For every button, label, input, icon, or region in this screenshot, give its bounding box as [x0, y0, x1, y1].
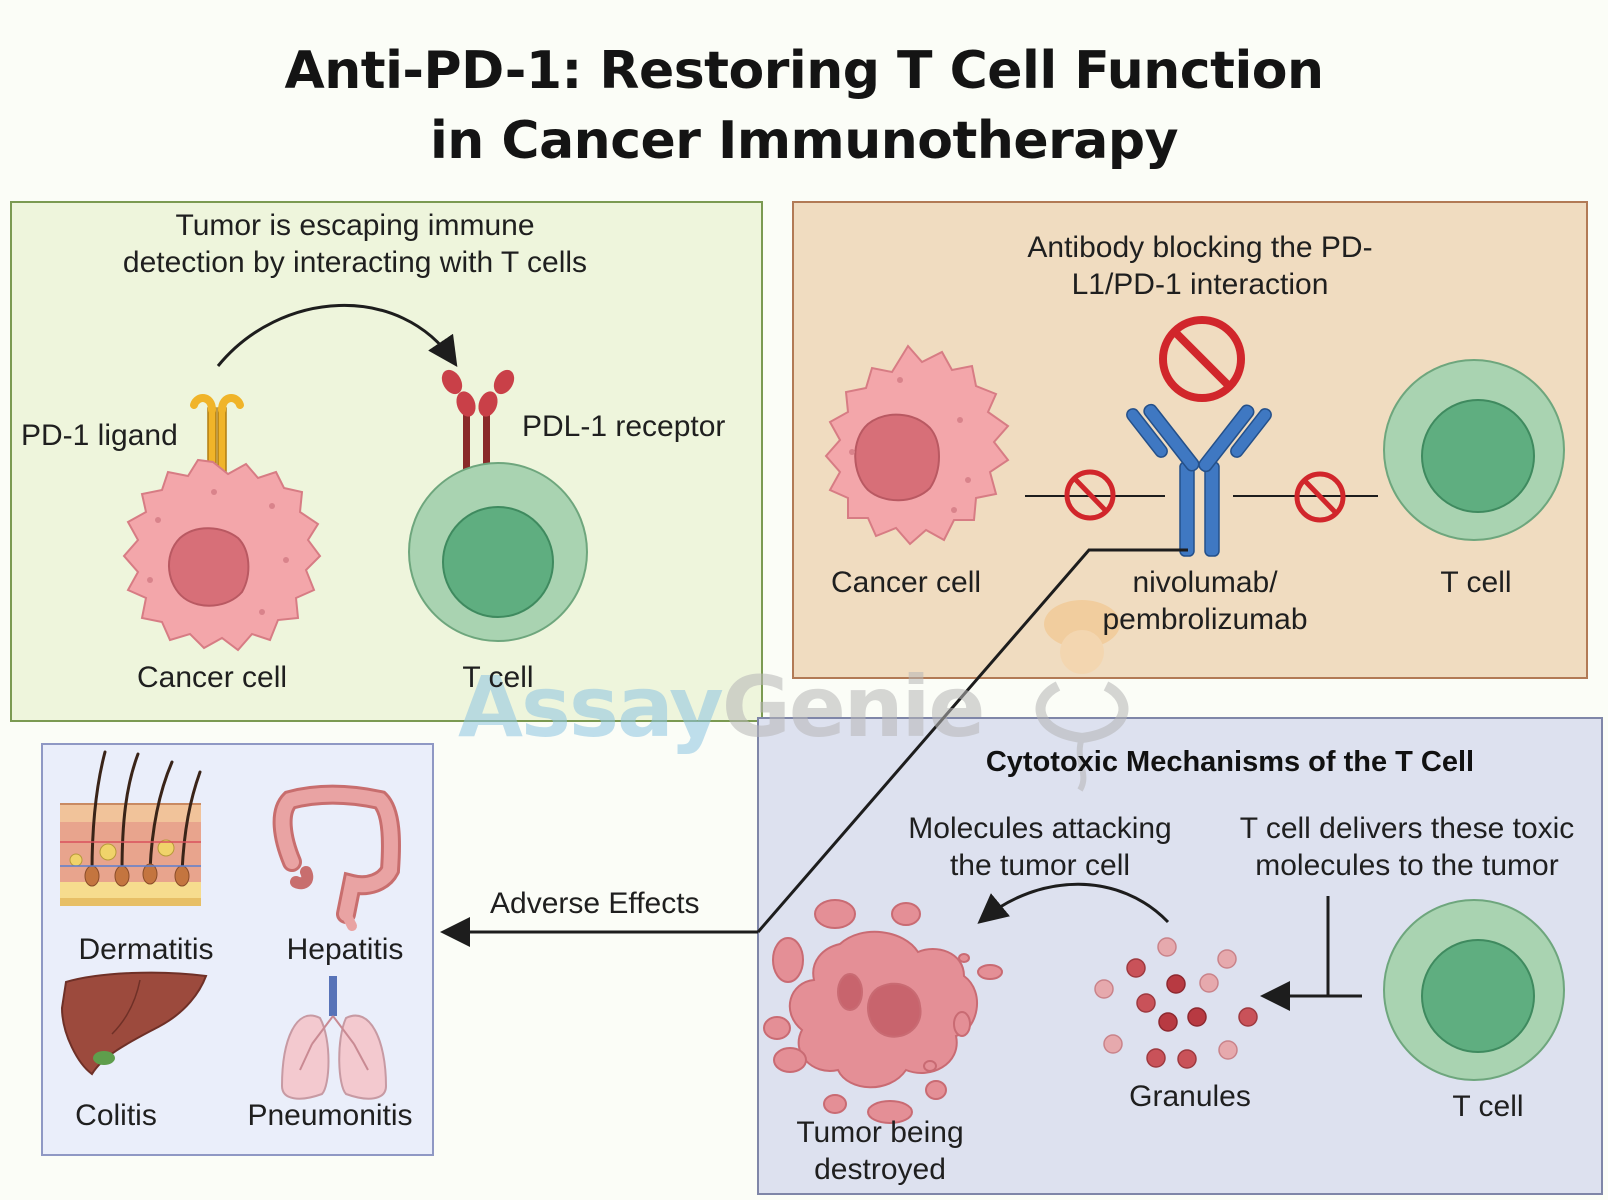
molecules-label-line2: the tumor cell — [949, 849, 1131, 882]
delivers-label-line1: T cell delivers these toxic — [1239, 812, 1575, 845]
blocking-t-cell-label: T cell — [1440, 566, 1512, 599]
adverse-effects-label: Adverse Effects — [490, 887, 700, 920]
prohibit-small-icon — [1294, 471, 1346, 523]
escape-curved-arrow — [216, 304, 458, 367]
granules-label: Granules — [1129, 1080, 1251, 1113]
cancer-cell-icon — [824, 344, 1010, 546]
watermark-genie-icon — [1035, 600, 1129, 792]
destroyed-tumor-icon — [763, 899, 1003, 1124]
antibody-label-line1: nivolumab/ — [1132, 566, 1278, 599]
blocking-heading-line2: L1/PD-1 interaction — [1071, 268, 1329, 301]
liver-icon — [60, 971, 208, 1076]
pdl1-receptor-label: PDL-1 receptor — [522, 410, 726, 443]
adverse-connector-line — [756, 548, 1188, 933]
prohibit-large-icon — [1159, 316, 1245, 402]
escape-t-cell-label: T cell — [462, 661, 534, 694]
t-cell-icon — [1383, 899, 1565, 1081]
page-title-line1: Anti-PD-1: Restoring T Cell Function — [284, 41, 1324, 101]
escape-heading-line2: detection by interacting with T cells — [122, 246, 588, 279]
watermark-part1: Assay — [458, 658, 724, 756]
intestine-icon — [272, 784, 401, 931]
antibody-label-line2: pembrolizumab — [1102, 603, 1308, 636]
skin-icon — [60, 750, 202, 906]
molecules-label-line1: Molecules attacking — [908, 812, 1172, 845]
t-cell-icon — [1383, 359, 1565, 541]
granules-to-tumor-arrow — [977, 882, 1170, 924]
lungs-icon — [280, 976, 388, 1100]
delivers-label-line2: molecules to the tumor — [1255, 849, 1559, 882]
escape-heading-line1: Tumor is escaping immune — [175, 209, 535, 242]
page-title-line2: in Cancer Immunotherapy — [429, 111, 1179, 171]
adverse-item-colitis: Colitis — [75, 1099, 157, 1132]
watermark: AssayGenie — [458, 658, 985, 756]
antibody-icon — [1126, 403, 1272, 557]
pdl1-receptor-icon — [441, 369, 515, 476]
cytotoxic-heading: Cytotoxic Mechanisms of the T Cell — [985, 746, 1475, 778]
tumor-label-line2: destroyed — [814, 1153, 946, 1186]
watermark-part2: Genie — [721, 658, 985, 756]
blocking-cancer-cell-label: Cancer cell — [830, 566, 982, 599]
t-cell-icon — [408, 462, 588, 642]
adverse-item-dermatitis: Dermatitis — [78, 933, 214, 966]
adverse-item-hepatitis: Hepatitis — [286, 933, 404, 966]
prohibit-small-icon — [1064, 469, 1116, 521]
panel-escape — [10, 201, 763, 722]
cancer-cell-icon — [122, 458, 322, 652]
tumor-label-line1: Tumor being — [796, 1116, 964, 1149]
escape-cancer-cell-label: Cancer cell — [136, 661, 288, 694]
blocking-heading-line1: Antibody blocking the PD- — [1027, 231, 1373, 264]
granules-icon — [1094, 937, 1258, 1069]
pd1-ligand-label: PD-1 ligand — [21, 419, 178, 452]
adverse-item-pneumonitis: Pneumonitis — [247, 1099, 413, 1132]
cytotoxic-t-cell-label: T cell — [1452, 1090, 1524, 1123]
